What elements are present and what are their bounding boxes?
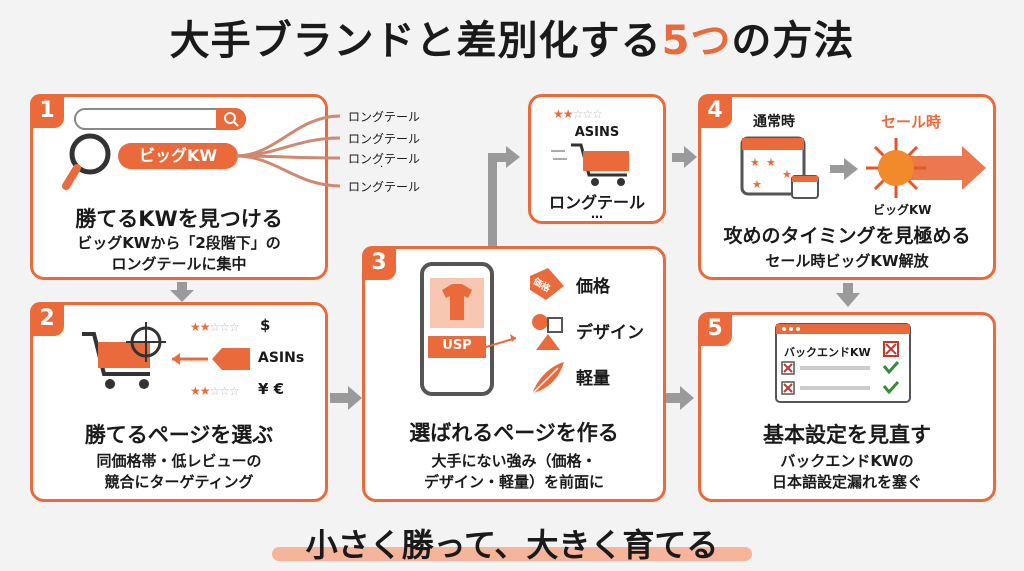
longtail-label: ロングテール — [348, 152, 421, 166]
step-5-card: 5 基本設定を見直す バックエンドKWの 日本語設定漏れを塞ぐ — [698, 312, 996, 502]
shapes-icon — [532, 314, 563, 350]
feather-icon — [531, 362, 564, 395]
phone-usp-icon — [420, 262, 517, 396]
step-number: 5 — [698, 312, 732, 346]
magnifier-icon — [62, 133, 111, 190]
ellipsis: … — [591, 207, 603, 221]
step-heading: 勝てるKWを見つける — [75, 207, 283, 231]
arrow-right-icon — [830, 158, 858, 180]
arrow-mid-4-shaft — [672, 153, 686, 162]
step-desc: 大手にない強み（価格・ デザイン・軽量）を前面に — [365, 451, 663, 493]
step-desc-line: 大手にない強み（価格・ — [431, 452, 597, 470]
arrow-4-5-shaft — [843, 283, 853, 295]
longtail-label: ロングテール — [548, 193, 645, 212]
big-kw-pill: ビッグKW — [118, 143, 238, 169]
feature-label: 価格 — [576, 277, 610, 297]
step-desc: ビッグKWから「2段階下」の ロングテールに集中 — [33, 233, 325, 275]
step-desc: 同価格帯・低レビューの 競合にターゲティング — [33, 451, 325, 493]
longtail-card: ★★☆☆☆ ASINS ロングテール … — [528, 94, 666, 224]
footer-slogan: 小さく勝って、大きく育てる — [305, 526, 719, 564]
step-desc: セール時ビッグKW解放 — [701, 251, 993, 272]
step-heading: 選ばれるページを作る — [409, 421, 619, 445]
arrow-3-mid-head — [506, 146, 520, 168]
arrow-1-2-shaft — [177, 282, 187, 292]
step-heading: 勝てるページを選ぶ — [84, 423, 274, 447]
svg-text:★: ★ — [750, 156, 760, 169]
backend-kw-label: バックエンドKW — [784, 346, 871, 359]
rating-stars-icon: ★★☆☆☆ — [190, 384, 240, 398]
arrow-1-2-head — [170, 290, 194, 302]
backend-kw-panel — [775, 323, 911, 403]
sale-label: セール時 — [881, 113, 942, 131]
branch-lines — [236, 114, 341, 188]
svg-text:★: ★ — [752, 178, 762, 191]
step-number: 4 — [698, 94, 732, 128]
step-desc-line: セール時ビッグKW解放 — [765, 252, 929, 270]
search-button — [216, 108, 246, 130]
step-number: 2 — [30, 302, 64, 336]
footer-highlight — [272, 547, 752, 561]
feature-label: 軽量 — [576, 369, 610, 389]
step-number: 1 — [30, 94, 64, 128]
arrow-mid-4-head — [684, 146, 697, 168]
step-desc: バックエンドKWの 日本語設定漏れを塞ぐ — [701, 451, 993, 493]
sun-arrow-icon — [866, 138, 986, 198]
page-title: 大手ブランドと差別化する5つの方法 — [0, 8, 1024, 66]
rating-stars-icon: ★★☆☆☆ — [190, 320, 240, 334]
arrow-3-mid-shaft-h — [488, 153, 508, 162]
usp-label: USP — [442, 338, 472, 353]
step-desc-line: ビッグKWから「2段階下」の — [77, 234, 281, 252]
svg-text:★: ★ — [782, 168, 792, 181]
arrow-4-5-head — [836, 293, 860, 307]
price-symbol: ¥ € — [258, 380, 285, 398]
longtail-label: ロングテール — [348, 132, 421, 146]
step-desc-line: 同価格帯・低レビューの — [96, 452, 262, 470]
step-heading: 攻めのタイミングを見極める — [723, 225, 971, 247]
calendar-icon: ★ ★ ★ ★ — [740, 136, 819, 199]
arrow-3-5-head — [680, 386, 694, 410]
title-accent: 5つ — [661, 18, 732, 64]
price-tag-icon — [530, 268, 564, 300]
step-heading: 基本設定を見直す — [763, 423, 931, 447]
longtail-label: ロングテール — [348, 110, 421, 124]
big-kw-label: ビッグKW — [873, 203, 932, 217]
longtail-label: ロングテール — [348, 180, 421, 194]
asins-label: ASINS — [574, 125, 620, 140]
arrow-2-3-shaft — [330, 393, 350, 403]
arrow-3-mid-shaft-v — [488, 158, 497, 246]
price-symbol: $ — [260, 316, 271, 334]
svg-text:★: ★ — [766, 156, 776, 169]
arrow-3-5-shaft — [666, 393, 682, 403]
step-3-card: 3 選ばれるページを作る 大手にない強み（価格・ デザイン・軽量）を前面に — [362, 246, 666, 502]
normal-label: 通常時 — [753, 114, 795, 130]
step-desc-line: デザイン・軽量）を前面に — [423, 473, 604, 491]
step-desc-line: 日本語設定漏れを塞ぐ — [771, 473, 922, 491]
step-number: 3 — [362, 246, 396, 280]
tag-arrow — [172, 348, 250, 370]
rating-stars-icon: ★★☆☆☆ — [553, 107, 603, 121]
step-desc-line: ロングテールに集中 — [111, 255, 247, 273]
cart-target-icon — [82, 322, 166, 389]
cart-icon — [551, 143, 629, 186]
title-tail: の方法 — [731, 18, 855, 64]
title-main: 大手ブランドと差別化する — [169, 18, 662, 64]
asins-label: ASINs — [258, 350, 305, 366]
step-2-card: 2 勝てるページを選ぶ 同価格帯・低レビューの 競合にターゲティング — [30, 302, 328, 502]
step-desc-line: 競合にターゲティング — [104, 473, 254, 491]
longtail-dot: · — [380, 162, 384, 173]
search-icon — [224, 112, 239, 127]
arrow-2-3-head — [348, 386, 362, 410]
feature-label: デザイン — [576, 323, 644, 343]
step-desc-line: バックエンドKWの — [780, 452, 914, 470]
